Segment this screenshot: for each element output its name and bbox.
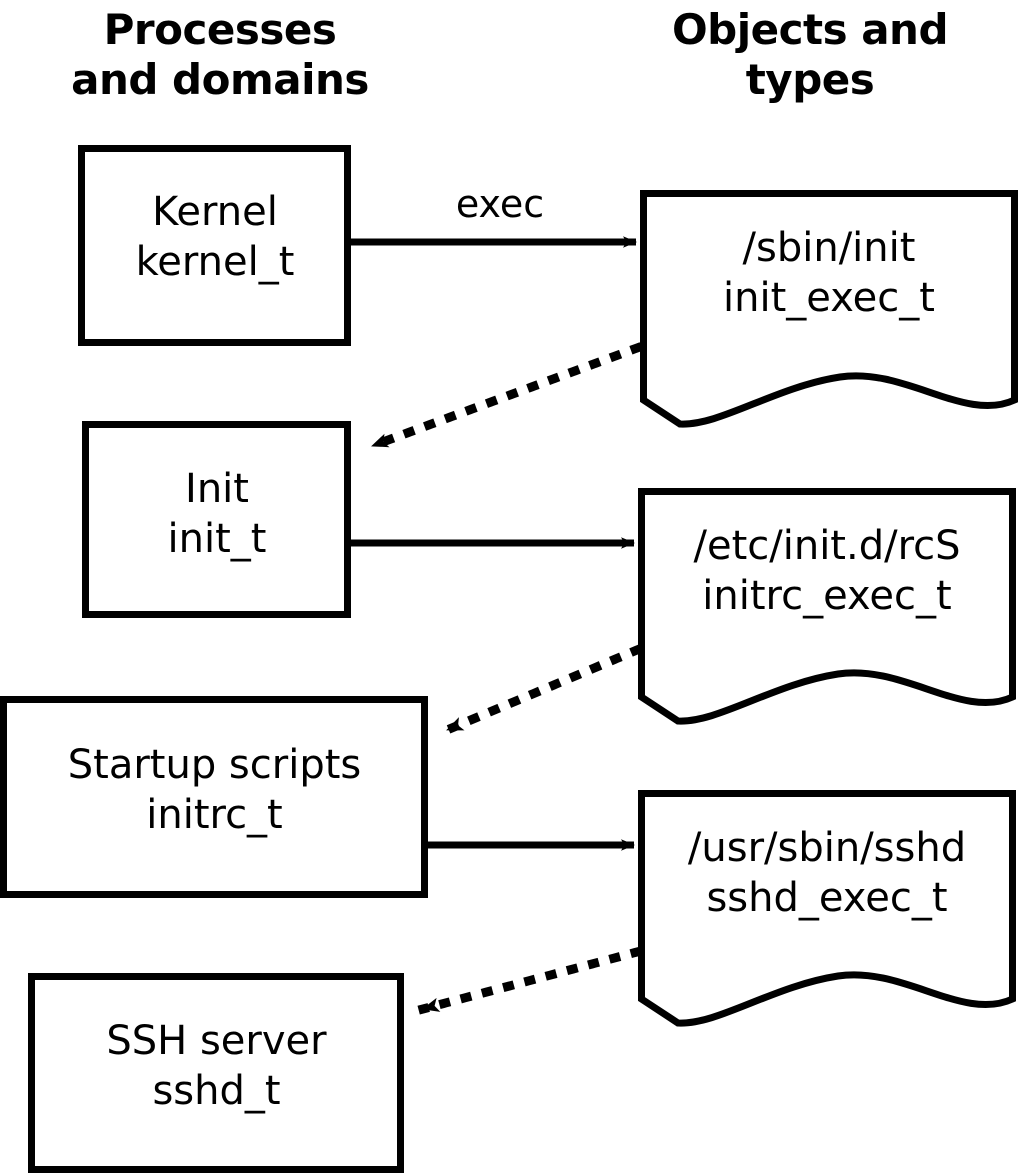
object-doc-init-exec[interactable] — [640, 190, 1018, 428]
process-box-initrc[interactable] — [0, 696, 428, 898]
object-doc-sshd-exec[interactable] — [638, 790, 1016, 1027]
process-box-init[interactable] — [82, 421, 351, 618]
process-box-kernel[interactable] — [78, 145, 351, 346]
edge-label-exec: exec — [455, 182, 545, 226]
edge-transition-init-exec-to-init — [366, 342, 643, 452]
column-header-objects: Objects and types — [671, 5, 949, 104]
process-box-sshd[interactable] — [28, 973, 404, 1173]
edge-transition-sshd-exec-to-sshd — [417, 946, 643, 1015]
column-header-processes: Processes and domains — [71, 5, 369, 104]
object-doc-initrc-exec[interactable] — [638, 488, 1016, 725]
edge-transition-initrc-exec-to-initrc — [441, 644, 643, 736]
